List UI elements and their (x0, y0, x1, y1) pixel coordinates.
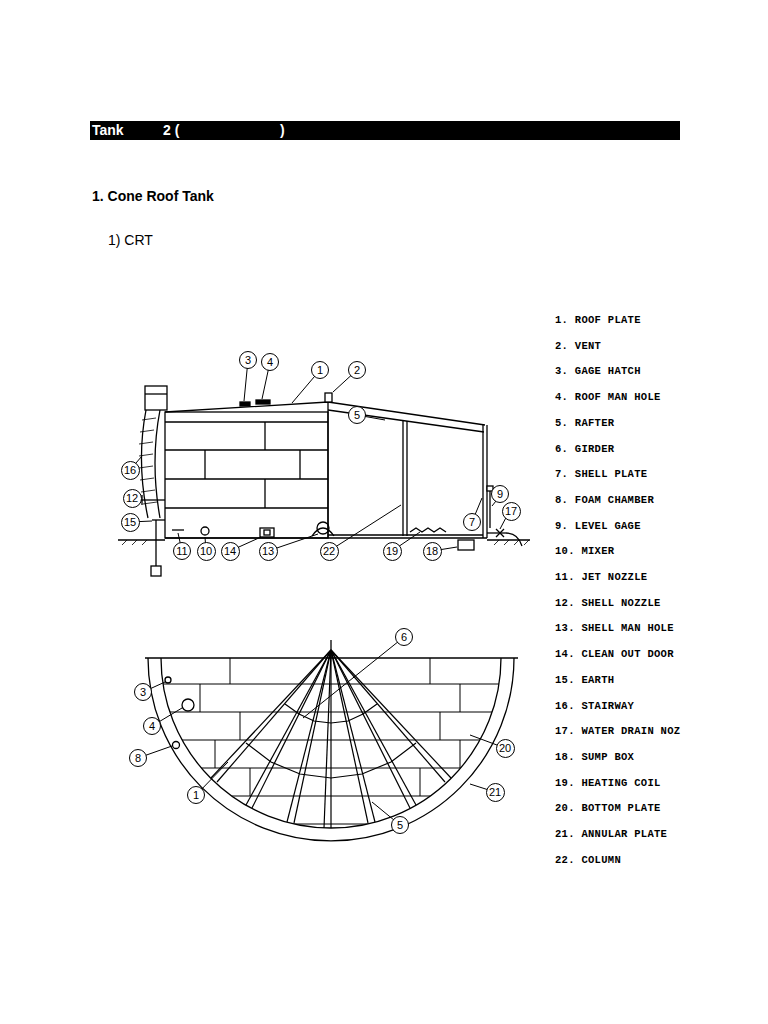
section-heading: 1. Cone Roof Tank (92, 188, 214, 204)
callout-circle: 12 (123, 489, 142, 508)
callout-number: 3 (140, 687, 146, 698)
callout-number: 6 (401, 632, 407, 643)
callout-number: 7 (469, 517, 475, 528)
callout-circle: 20 (496, 739, 515, 758)
callout-circle: 3 (134, 683, 152, 701)
callout-number: 12 (126, 493, 138, 504)
callout-number: 13 (262, 546, 274, 557)
callout-number: 20 (499, 743, 511, 754)
callout-number: 5 (354, 410, 360, 421)
callout-circle: 9 (491, 485, 509, 503)
parts-list-item: 16. STAIRWAY (555, 700, 634, 712)
parts-list-item: 6. GIRDER (555, 443, 614, 455)
callout-circle: 13 (259, 542, 278, 561)
callout-circle: 4 (143, 717, 161, 735)
parts-list-item: 19. HEATING COIL (555, 777, 661, 789)
parts-list-item: 18. SUMP BOX (555, 751, 634, 763)
callout-number: 14 (224, 546, 236, 557)
callout-number: 22 (323, 546, 335, 557)
callout-number: 2 (354, 365, 360, 376)
callout-circle: 5 (391, 816, 409, 834)
parts-list-item: 20. BOTTOM PLATE (555, 802, 661, 814)
callout-circle: 18 (423, 542, 442, 561)
callout-circle: 21 (486, 783, 505, 802)
callout-circle: 2 (348, 361, 366, 379)
callout-circle: 8 (129, 749, 147, 767)
parts-list-item: 3. GAGE HATCH (555, 365, 641, 377)
parts-list-item: 4. ROOF MAN HOLE (555, 391, 661, 403)
callout-number: 21 (489, 787, 501, 798)
callout-number: 17 (505, 506, 517, 517)
callout-circle: 10 (197, 542, 216, 561)
callout-number: 16 (124, 465, 136, 476)
parts-list-item: 2. VENT (555, 340, 601, 352)
callout-circle: 4 (261, 353, 279, 371)
header-bar (90, 121, 680, 140)
callout-number: 1 (317, 365, 323, 376)
callout-number: 18 (426, 546, 438, 557)
parts-list-item: 1. ROOF PLATE (555, 314, 641, 326)
callout-circle: 1 (311, 361, 329, 379)
callout-circle: 1 (187, 786, 205, 804)
subheading: 1) CRT (108, 232, 153, 248)
parts-list-item: 8. FOAM CHAMBER (555, 494, 654, 506)
parts-list-item: 9. LEVEL GAGE (555, 520, 641, 532)
header-text: Tank (92, 122, 124, 138)
parts-list-item: 21. ANNULAR PLATE (555, 828, 667, 840)
parts-list-item: 10. MIXER (555, 545, 614, 557)
callout-circle: 15 (121, 513, 140, 532)
callout-circle: 7 (463, 513, 481, 531)
callout-number: 19 (386, 546, 398, 557)
callout-circle: 6 (395, 628, 413, 646)
parts-list-item: 7. SHELL PLATE (555, 468, 647, 480)
parts-list-item: 22. COLUMN (555, 854, 621, 866)
callout-circle: 3 (239, 351, 257, 369)
parts-list-item: 15. EARTH (555, 674, 614, 686)
callout-circle: 5 (348, 406, 366, 424)
callout-number: 8 (135, 753, 141, 764)
callout-circle: 17 (502, 502, 521, 521)
callout-number: 9 (497, 489, 503, 500)
callout-circle: 22 (320, 542, 339, 561)
parts-list-item: 14. CLEAN OUT DOOR (555, 648, 674, 660)
callout-circle: 11 (173, 542, 191, 560)
callout-number: 5 (397, 820, 403, 831)
callout-number: 3 (245, 355, 251, 366)
header-text: 2 ( (163, 122, 179, 138)
callout-circle: 14 (221, 542, 240, 561)
callout-number: 11 (176, 546, 187, 557)
callout-number: 15 (124, 517, 136, 528)
parts-list-item: 17. WATER DRAIN NOZ (555, 725, 680, 737)
callout-number: 1 (193, 790, 199, 801)
parts-list-item: 5. RAFTER (555, 417, 614, 429)
leader-lines (130, 360, 510, 825)
callout-number: 10 (200, 546, 212, 557)
callout-circle: 16 (121, 461, 140, 480)
parts-list-item: 12. SHELL NOZZLE (555, 597, 661, 609)
callout-circle: 19 (383, 542, 402, 561)
parts-list-item: 11. JET NOZZLE (555, 571, 647, 583)
callout-number: 4 (267, 357, 273, 368)
parts-list-item: 13. SHELL MAN HOLE (555, 622, 674, 634)
header-text: ) (280, 122, 285, 138)
side-view (118, 386, 530, 576)
callout-number: 4 (149, 721, 155, 732)
plan-view (145, 640, 518, 841)
